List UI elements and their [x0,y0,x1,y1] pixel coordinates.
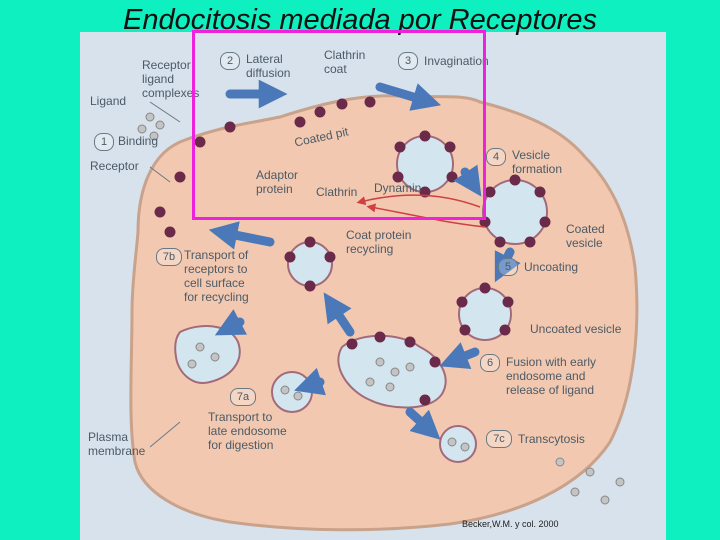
ligand-particles [137,112,625,505]
arrow-to-fusion [439,342,480,369]
step-3-badge: 3 [398,52,418,70]
transcytosis-vesicle [439,425,477,463]
step-6-badge: 6 [480,354,500,372]
clathrin-coat-spikes [154,96,551,406]
label-dynamin: Dynamin [374,181,422,195]
step-7c-badge: 7c [486,430,512,448]
red-arrows [356,194,486,228]
label-transcytosis: Transcytosis [518,432,585,446]
arrow-to-late [294,367,326,396]
diagram-artwork [129,79,639,532]
label-plasma-membrane: Plasma membrane [88,430,146,458]
label-fusion: Fusion with early endosome and release o… [506,355,597,397]
figure-credit: Becker,W.M. y col. 2000 [462,519,559,529]
label-clathrin-coat: Clathrin coat [324,48,366,76]
label-receptor: Receptor [90,159,139,173]
label-uncoated-vesicle: Uncoated vesicle [530,322,622,336]
label-uncoating: Uncoating [524,260,579,274]
label-clathrin: Clathrin [316,185,358,199]
label-invagination: Invagination [424,54,489,68]
endocytosis-figure: Receptor ligand complexes Ligand 1 Bindi… [80,32,666,540]
arrow-transcytosis [405,407,441,440]
label-ligand: Ligand [90,94,127,108]
red-arrow-2 [366,203,486,228]
highlight-box [192,30,486,220]
arrow-invagination [375,82,442,111]
late-endosome-small [271,371,313,413]
label-lateral-diffusion: Lateral diffusion [246,52,291,80]
label-transport-7a: Transport to late endosome for digestion [208,410,287,452]
arrow-late-endosome [214,309,248,336]
step-7b-badge: 7b [156,248,182,266]
leader-lines [149,101,181,448]
step-5-badge: 5 [498,258,518,276]
arrow-recycling [208,221,275,250]
label-adaptor-protein: Adaptor protein [256,168,299,196]
step-2-badge: 2 [220,52,240,70]
arrow-vesicle-formation [453,164,482,197]
step-4-badge: 4 [486,148,506,166]
blue-arrows [208,79,521,440]
arrow-up-recycle [323,292,355,337]
label-binding: Binding [118,134,159,148]
label-coated-vesicle: Coated vesicle [566,222,605,250]
label-receptor-ligand-text: Receptor ligand complexes [142,58,200,100]
label-coat-protein-recycling: Coat protein recycling [346,228,412,256]
recycling-vesicle-circle [287,241,333,287]
step-1-badge: 1 [94,133,114,151]
label-vesicle-formation: Vesicle formation [512,148,563,176]
label-transport-7b: Transport of receptors to cell surface f… [184,248,249,304]
red-arrow-1 [356,194,481,208]
step-7a-badge: 7a [230,388,256,406]
label-receptor-ligand: Receptor ligand complexes [142,58,199,100]
